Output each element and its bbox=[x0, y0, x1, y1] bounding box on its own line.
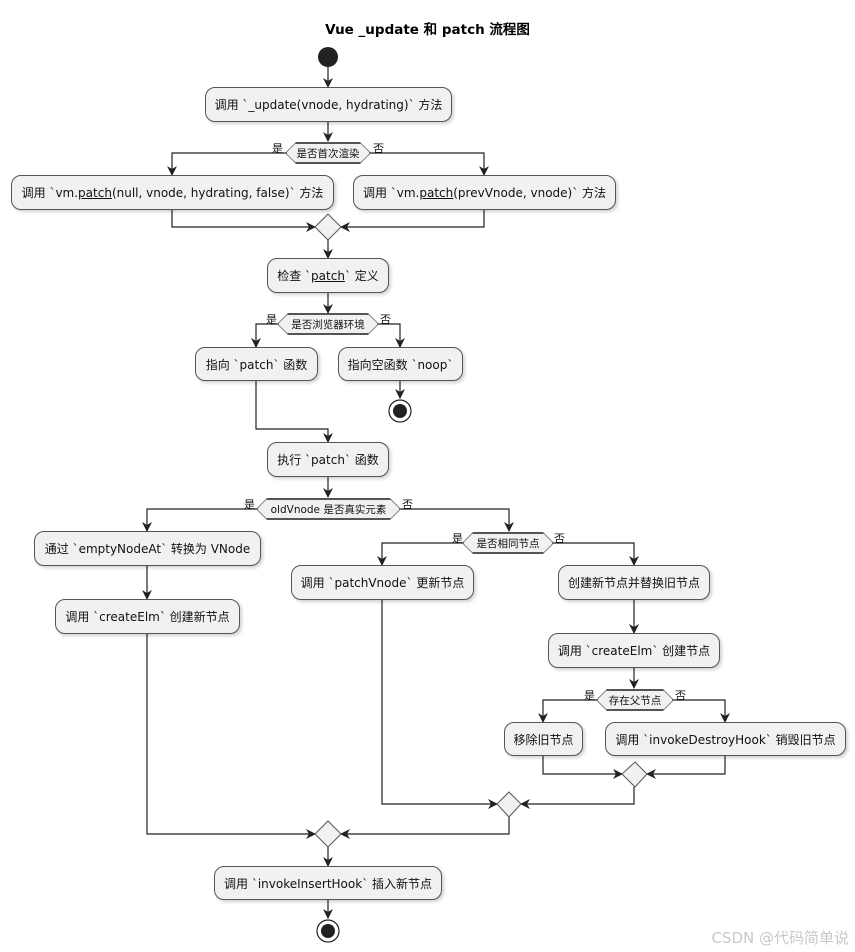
node-create-replace: 创建新节点并替换旧节点 bbox=[558, 565, 710, 600]
node-check-patch: 检查 `patch` 定义 bbox=[267, 258, 389, 293]
patch-link: patch bbox=[311, 268, 345, 283]
watermark: CSDN @代码简单说 bbox=[711, 929, 849, 947]
start-node bbox=[318, 47, 338, 67]
branch-no-first-render: 否 bbox=[373, 142, 384, 155]
branch-yes-browser-env: 是 bbox=[266, 313, 277, 326]
patch-link: patch bbox=[419, 185, 454, 200]
node-exec-patch: 执行 `patch` 函数 bbox=[267, 442, 389, 477]
node-remove-old: 移除旧节点 bbox=[504, 722, 583, 756]
node-vm-patch-update: 调用 `vm.patch(prevVnode, vnode)` 方法 bbox=[353, 175, 616, 210]
branch-yes-first-render: 是 bbox=[272, 142, 283, 155]
branch-yes-same-node: 是 bbox=[452, 532, 463, 545]
end-node-final bbox=[316, 919, 340, 943]
cond-has-parent: 存在父节点 bbox=[597, 690, 673, 710]
node-call-update: 调用 `_update(vnode, hydrating)` 方法 bbox=[205, 87, 452, 122]
node-point-patch: 指向 `patch` 函数 bbox=[195, 347, 318, 381]
branch-no-has-parent: 否 bbox=[675, 689, 686, 702]
patch-link: patch bbox=[78, 185, 112, 200]
node-point-noop: 指向空函数 `noop` bbox=[338, 347, 463, 381]
cond-same-node: 是否相同节点 bbox=[463, 533, 553, 553]
cond-is-real-element: oldVnode 是否真实元素 bbox=[257, 499, 400, 519]
end-node-noop bbox=[388, 399, 412, 423]
branch-yes-real-element: 是 bbox=[244, 498, 255, 511]
diagram-title: Vue _update 和 patch 流程图 bbox=[325, 22, 530, 38]
node-create-elm-new: 调用 `createElm` 创建新节点 bbox=[55, 599, 240, 634]
node-destroy-hook: 调用 `invokeDestroyHook` 销毁旧节点 bbox=[605, 722, 846, 756]
merge-diamond-real-element bbox=[314, 820, 342, 848]
node-patch-vnode: 调用 `patchVnode` 更新节点 bbox=[291, 565, 474, 600]
node-empty-node-at: 通过 `emptyNodeAt` 转换为 VNode bbox=[34, 531, 261, 566]
node-insert-hook: 调用 `invokeInsertHook` 插入新节点 bbox=[214, 866, 442, 900]
merge-diamond-first-render bbox=[314, 213, 342, 241]
branch-no-real-element: 否 bbox=[402, 498, 413, 511]
merge-diamond-same-node bbox=[496, 791, 522, 818]
node-vm-patch-first: 调用 `vm.patch(null, vnode, hydrating, fal… bbox=[11, 175, 334, 210]
branch-no-browser-env: 否 bbox=[380, 313, 391, 326]
branch-no-same-node: 否 bbox=[554, 532, 565, 545]
cond-first-render: 是否首次渲染 bbox=[286, 143, 370, 163]
merge-diamond-has-parent bbox=[621, 761, 648, 788]
branch-yes-has-parent: 是 bbox=[584, 689, 595, 702]
cond-browser-env: 是否浏览器环境 bbox=[278, 314, 378, 334]
node-create-elm: 调用 `createElm` 创建节点 bbox=[548, 633, 720, 668]
